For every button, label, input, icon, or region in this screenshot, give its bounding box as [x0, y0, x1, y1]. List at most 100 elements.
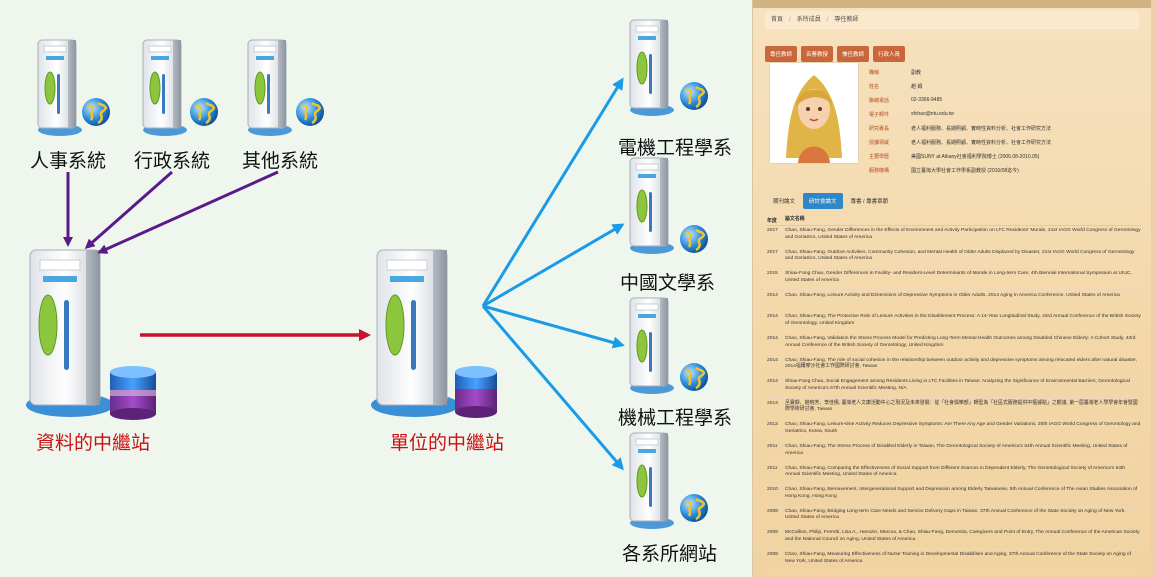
paper-year: 2015: [767, 271, 778, 277]
database-icon: [110, 366, 156, 420]
data-hub-label: 資料的中繼站: [36, 432, 151, 454]
profile-key: 研究專長: [869, 125, 890, 132]
breadcrumb-home[interactable]: 首頁: [771, 17, 784, 23]
category-buttons: 專任教師名譽教授兼任教師行政人員: [765, 41, 909, 62]
database-icon: [455, 366, 497, 418]
paper-year: 2014: [767, 292, 778, 298]
server-me-icon: [629, 297, 710, 395]
dept-sites-label: 各系所網站: [622, 543, 718, 565]
network-diagram: 人事系統 行政系統 其他系統 資料的中繼站 單位的中繼站 電機工程學系 中國文學…: [0, 0, 752, 577]
faculty-page-panel: 首頁/系所成員/專任教師 專任教師名譽教授兼任教師行政人員 職稱副教姓名趙 姆聯…: [752, 0, 1156, 577]
server-admin-icon: [142, 39, 220, 137]
breadcrumb-current: 專任教師: [834, 17, 859, 23]
paper-title: Shiau-Fang Chao, Gender Differences in F…: [785, 271, 1132, 283]
scroll-edge: [1151, 0, 1156, 577]
tab-journal[interactable]: 期刊論文: [773, 199, 796, 205]
profile-row: 職稱 副教: [869, 65, 1051, 79]
tab-conference[interactable]: 研討會論文: [803, 193, 843, 209]
paper-year: 2009: [767, 508, 778, 514]
paper-year: 2009: [767, 530, 778, 536]
profile-key: 聯絡電話: [869, 97, 890, 104]
profile-value: 趙 姆: [911, 83, 923, 90]
server-ee-icon: [629, 19, 710, 117]
paper-year: 2011: [767, 465, 778, 471]
paper-year: 2014: [767, 357, 778, 363]
paper-title: Chao, Shiau-Fang, Outdoor Activities, Co…: [785, 249, 1135, 262]
profile-row: 服務機構 國立臺灣大學社會工作學系副教授 (2016/08迄今): [869, 164, 1051, 178]
btn-fulltime[interactable]: 專任教師: [765, 46, 798, 62]
profile-row: 姓名 趙 姆: [869, 79, 1051, 93]
table-row: 2017 Chao, Shiau-Fang, Gender Differences…: [767, 226, 1141, 248]
profile-row: 授課領域 老人福利服務、長期照顧、實時性資料分析、社會工作研究方法: [869, 135, 1051, 149]
unit-hub-label: 單位的中繼站: [390, 432, 505, 454]
paper-title: Shiau-Fang Chao, Social Engagement among…: [785, 379, 1130, 391]
paper-title: Chao, Shiau-Fang, Gender Differences in …: [785, 228, 1141, 240]
table-row: 2014 Chao, Shiau-Fang, Leisure Activity a…: [767, 291, 1141, 313]
paper-title: Chao, Shiau-Fang, Leisure Activity and D…: [785, 292, 1120, 298]
paper-year: 2011: [767, 443, 778, 449]
profile-value: 美國SUNY at Albany社會福利學院博士 (2006.08-2010.0…: [911, 154, 1040, 161]
profile-value: 02-3366-9485: [911, 97, 943, 104]
profile-key: 職稱: [869, 69, 880, 76]
profile-key: 姓名: [869, 83, 880, 90]
profile-value: sfchao@ntu.edu.tw: [911, 111, 954, 118]
paper-title: Chao, Shiau-Fang, Bereavement, Intergene…: [785, 487, 1138, 499]
dept-ee-label: 電機工程學系: [618, 137, 733, 159]
server-dept-sites-icon: [629, 432, 710, 530]
paper-title: Chao, Shiau-Fang, The Protective Role of…: [785, 314, 1141, 326]
paper-title: McCallion, Philip, Ferretti, Lisa A., Ha…: [785, 530, 1140, 542]
paper-year: 2014: [767, 335, 778, 341]
profile-value: 老人福利服務、長期照顧、實時性資料分析、社會工作研究方法: [911, 140, 1052, 147]
hr-system-label: 人事系統: [30, 150, 107, 172]
paper-title: Chao, Shiau-Fang, Leisure-time Activity …: [785, 422, 1141, 434]
profile-value: 國立臺灣大學社會工作學系副教授 (2016/08迄今): [911, 168, 1019, 175]
avatar-icon: [786, 75, 842, 163]
breadcrumb-members[interactable]: 系所成員: [796, 17, 821, 23]
paper-year: 2017: [767, 228, 778, 233]
profile-row: 主要學歷 美國SUNY at Albany社會福利學院博士 (2006.08-20…: [869, 150, 1051, 164]
btn-emeritus[interactable]: 名譽教授: [801, 46, 834, 62]
paper-year: 2014: [767, 379, 778, 385]
server-other-icon: [247, 39, 326, 137]
paper-year: 2017: [767, 249, 778, 255]
diagram-canvas: [26, 19, 710, 530]
profile-value: 老人福利服務、長期照顧、實時性資料分析、社會工作研究方法: [911, 125, 1052, 132]
paper-title: Chao, Shiau-Fang, The role of social coh…: [785, 357, 1137, 370]
unit-hub-server-icon: [371, 249, 497, 418]
breadcrumb: 首頁/系所成員/專任教師: [765, 11, 1139, 29]
table-row: 2009 McCallion, Philip, Ferretti, Lisa A.…: [767, 528, 1141, 550]
btn-adjunct[interactable]: 兼任教師: [837, 46, 870, 62]
profile-row: 聯絡電話 02-3366-9485: [869, 93, 1051, 107]
blue-arrows: [481, 77, 625, 471]
admin-system-label: 行政系統: [134, 150, 211, 172]
profile-key: 服務機構: [869, 168, 890, 175]
btn-staff[interactable]: 行政人員: [873, 46, 906, 62]
avatar: [769, 62, 859, 164]
profile-value: 副教: [911, 69, 922, 76]
server-chinese-icon: [629, 157, 710, 255]
profile-row: 研究專長 老人福利服務、長期照顧、實時性資料分析、社會工作研究方法: [869, 121, 1051, 135]
tab-books[interactable]: 專書 / 專書章節: [850, 199, 889, 205]
other-system-label: 其他系統: [242, 150, 319, 172]
table-row: 2017 Chao, Shiau-Fang, Outdoor Activities…: [767, 248, 1141, 270]
profile-key: 授課領域: [869, 140, 890, 147]
profile-key: 主要學歷: [869, 154, 890, 161]
paper-title: Chao, Shiau-Fang, Bridging Long-term Car…: [785, 508, 1126, 521]
server-hr-icon: [37, 39, 112, 137]
table-row: 2013 Chao, Shiau-Fang, Leisure-time Activ…: [767, 420, 1141, 442]
table-row: 2014 Chao, Shiau-Fang, The role of social…: [767, 356, 1141, 378]
paper-tabs: 期刊論文 研討會論文 專書 / 專書章節: [767, 193, 896, 209]
col-year-header: 年度: [767, 218, 777, 224]
dept-me-label: 機械工程學系: [618, 407, 733, 429]
paper-year: 2013: [767, 422, 778, 428]
dept-chinese-label: 中國文學系: [620, 272, 716, 294]
